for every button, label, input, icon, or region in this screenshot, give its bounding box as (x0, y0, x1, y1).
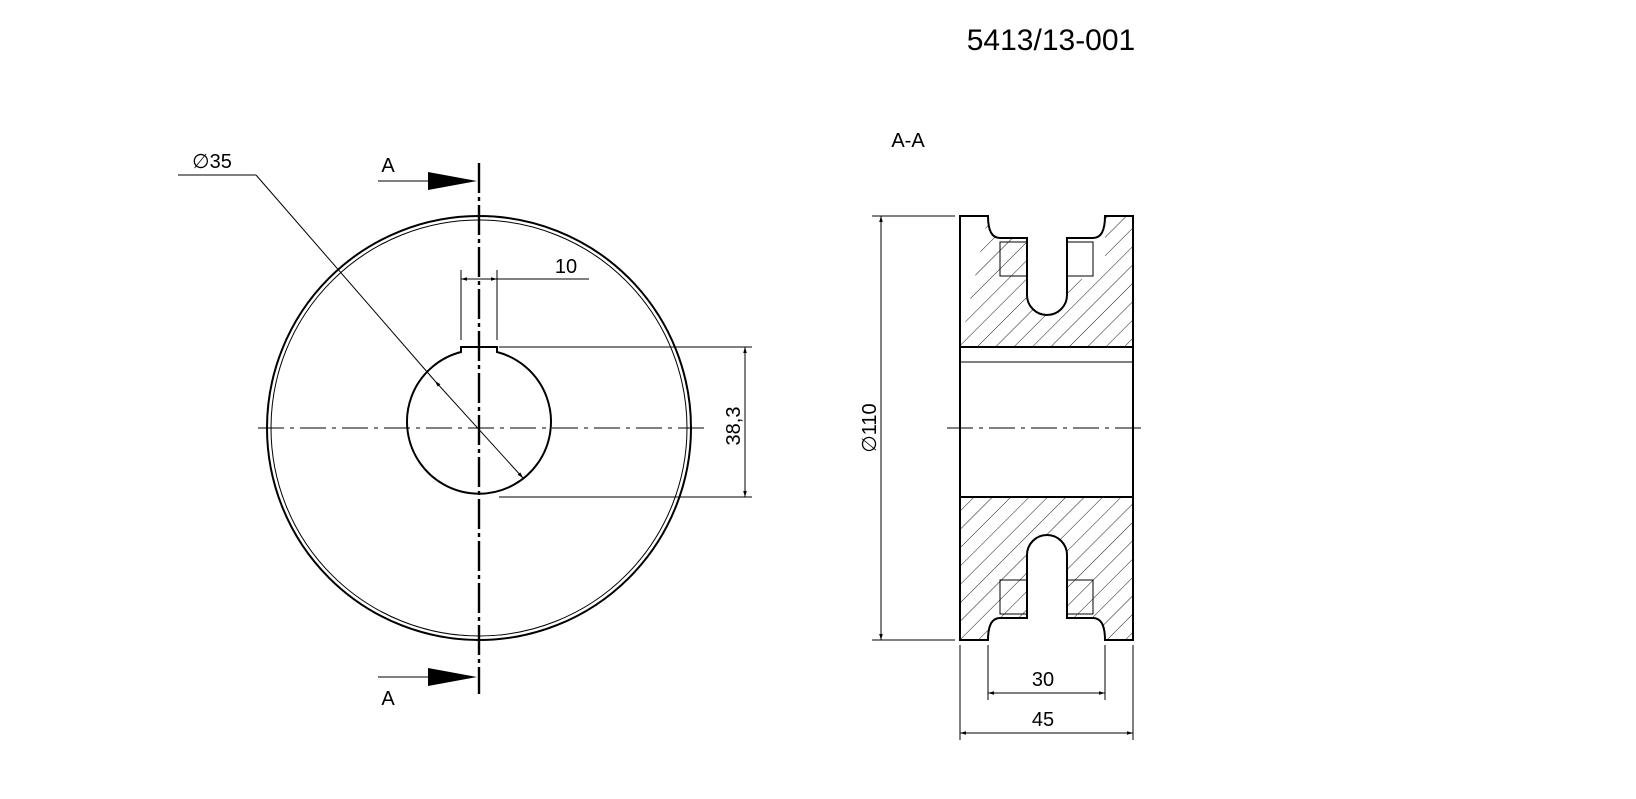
section-view: A-A ∅110 30 45 (859, 130, 1146, 740)
bore-channel (959, 346, 1134, 498)
keyway-width-label: 10 (555, 256, 577, 278)
bore-diameter-label: ∅35 (192, 151, 232, 173)
total-width-label: 45 (1032, 709, 1054, 731)
upper-section-outline (959, 215, 1134, 348)
lower-section-hatched (960, 497, 1133, 640)
bore-diameter-leader (255, 174, 436, 382)
upper-left-groove-boss (999, 241, 1028, 277)
lower-right-groove-boss (1066, 579, 1094, 615)
section-arrow-top-head (428, 172, 477, 190)
section-marker-bottom: A (381, 688, 395, 710)
lower-left-groove-boss (999, 579, 1028, 615)
keyway-depth-label: 38,3 (723, 407, 745, 446)
lower-section-outline (959, 496, 1134, 641)
section-arrow-bottom-head (428, 668, 477, 686)
section-marker-top: A (381, 155, 395, 177)
front-view: A A ∅35 10 38,3 (178, 151, 752, 710)
bore-diameter-dim-line (434, 380, 524, 479)
upper-section-hatched (960, 216, 1133, 347)
section-view-label: A-A (891, 130, 925, 152)
bore-with-keyway (406, 346, 552, 495)
groove-spacing-label: 30 (1032, 669, 1054, 691)
outer-diameter-label: ∅110 (859, 403, 881, 452)
part-number: 5413/13-001 (967, 24, 1136, 57)
upper-right-groove-boss (1066, 241, 1094, 277)
